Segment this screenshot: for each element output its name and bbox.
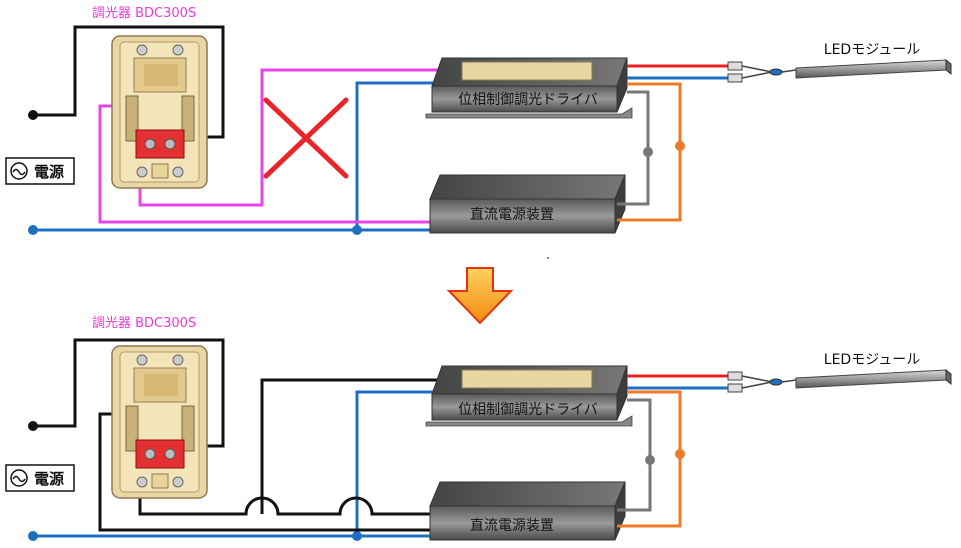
top-magenta-wire-2 <box>138 68 440 207</box>
bottom-line-terminal <box>28 421 38 431</box>
bottom-black-wire-2 <box>138 468 430 516</box>
bottom-line-wire <box>33 338 225 448</box>
top-driver-box <box>425 57 633 119</box>
top-dimmer-graphic <box>111 35 208 189</box>
bottom-psu-label: 直流電源装置 <box>470 517 554 534</box>
bottom-neutral-driver-wire <box>355 390 438 536</box>
bottom-dimmer-label: 調光器 BDC300S <box>92 316 196 331</box>
bottom-power-label: 電源 <box>34 470 64 488</box>
top-orange-wire <box>617 82 682 222</box>
top-connector-2 <box>727 73 743 83</box>
top-neutral-terminal <box>28 225 38 235</box>
top-wrong-mark-icon <box>263 97 349 179</box>
top-led-module <box>795 59 952 79</box>
bottom-power-source: 電源 <box>5 464 75 492</box>
bottom-connector-1 <box>727 371 743 381</box>
top-dimmer-label: 調光器 BDC300S <box>92 6 196 21</box>
top-line-terminal <box>28 110 38 120</box>
top-line-wire <box>33 25 225 139</box>
top-psu-box <box>429 174 626 234</box>
bottom-connector-2 <box>727 383 743 393</box>
bottom-dimmer-graphic <box>111 345 208 499</box>
bottom-black-wire-3 <box>260 378 440 514</box>
transition-down-arrow-icon <box>446 267 514 325</box>
top-power-label: 電源 <box>34 163 64 181</box>
top-psu-label: 直流電源装置 <box>470 206 554 223</box>
top-driver-label: 位相制御調光ドライバ <box>458 92 598 108</box>
bottom-led-module <box>795 369 952 389</box>
bottom-neutral-terminal <box>28 531 38 541</box>
top-diagram: 調光器 BDC300S 位相制御調光ドライバ 直流電源装置 LEDモジュール 電… <box>5 6 952 235</box>
top-led-label: LEDモジュール <box>824 42 920 58</box>
top-connector-1 <box>727 61 743 71</box>
top-neutral-driver-wire <box>355 81 438 230</box>
bottom-driver-label: 位相制御調光ドライバ <box>458 402 598 418</box>
bottom-led-label: LEDモジュール <box>824 352 920 368</box>
top-neutral-junction <box>352 225 362 235</box>
bottom-diagram: 調光器 BDC300S 位相制御調光ドライバ 直流電源装置 LEDモジュール 電… <box>5 316 952 541</box>
bottom-neutral-junction <box>352 531 362 541</box>
top-power-source: 電源 <box>5 157 75 185</box>
